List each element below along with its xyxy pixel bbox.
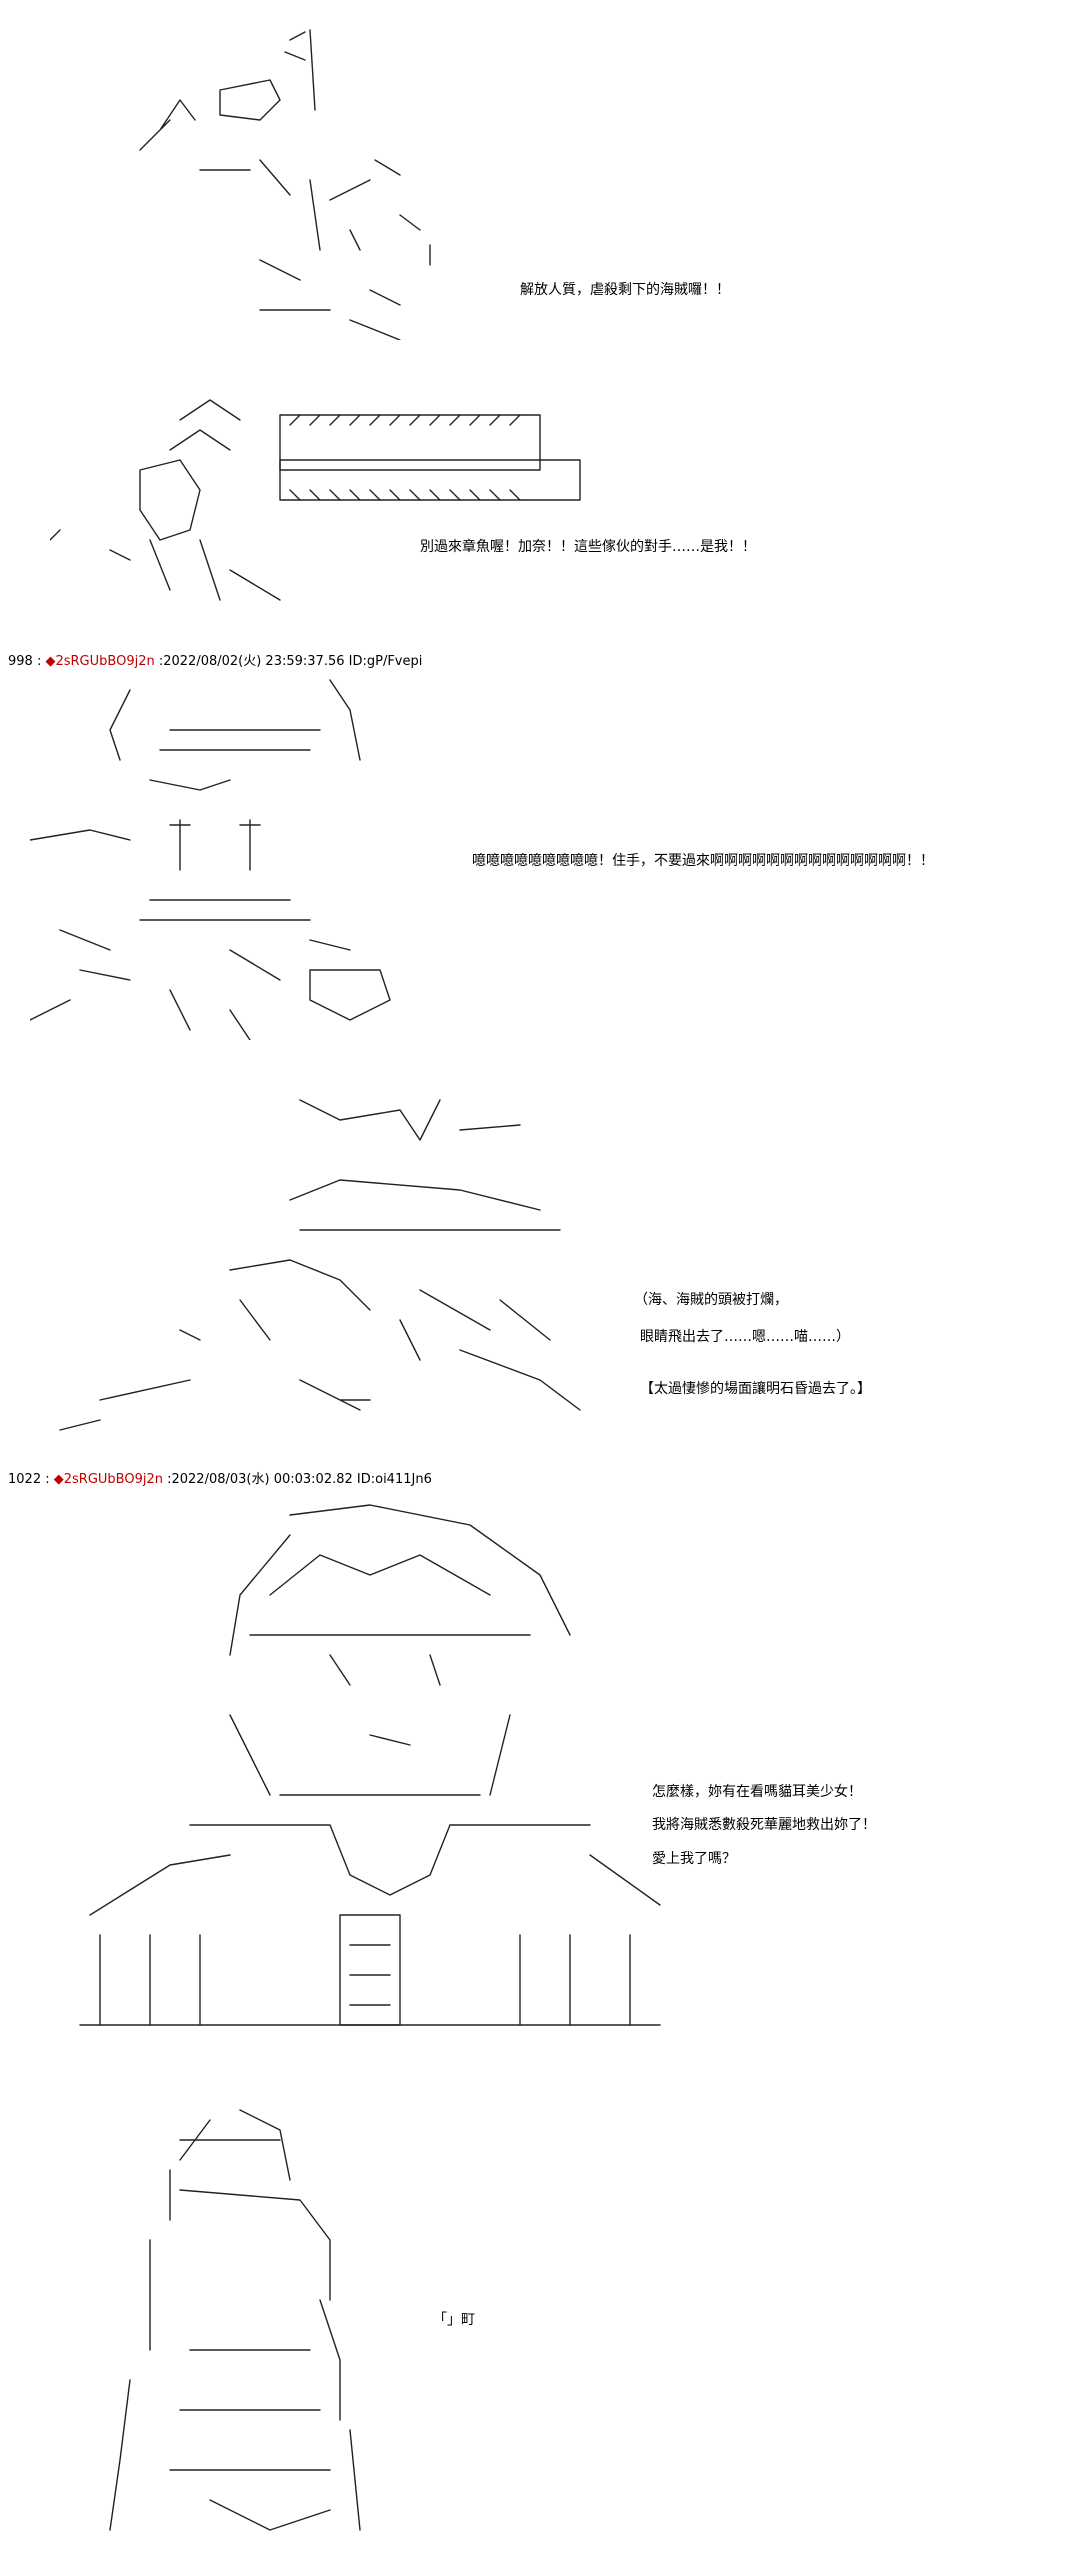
panel1-dialog: 解放人質，虐殺剩下的海賊囉！！ xyxy=(520,282,730,298)
panel4-dialog-line2: 眼睛飛出去了……嗯……喵……） xyxy=(640,1329,850,1345)
poster-name-link[interactable]: ◆2sRGUbBO9j2n xyxy=(45,654,155,669)
panel5-ascii-art xyxy=(70,1495,670,2045)
post-number: 998 xyxy=(8,654,33,669)
poster-name-link[interactable]: ◆2sRGUbBO9j2n xyxy=(53,1472,163,1487)
panel5-dialog-line1: 怎麼樣，妳有在看嗎貓耳美少女！ xyxy=(652,1784,862,1800)
panel5-dialog-line3: 愛上我了嗎？ xyxy=(652,1851,736,1867)
panel3-ascii-art xyxy=(30,670,460,1040)
post-header-1022: 1022 : ◆2sRGUbBO9j2n :2022/08/03(水) 00:0… xyxy=(8,1472,432,1487)
panel1-ascii-art xyxy=(100,20,460,340)
panel4-dialog-line1: （海、海賊的頭被打爛， xyxy=(634,1292,788,1308)
post-number: 1022 xyxy=(8,1472,42,1487)
panel2-dialog: 別過來章魚喔！加奈！！這些傢伙的對手……是我！！ xyxy=(420,539,756,555)
post-meta: :2022/08/02(火) 23:59:37.56 ID:gP/Fvepi xyxy=(154,654,423,669)
post-meta: :2022/08/03(水) 00:03:02.82 ID:oi411Jn6 xyxy=(162,1472,432,1487)
panel2-ascii-art xyxy=(50,390,590,620)
panel4-ascii-art xyxy=(40,1080,620,1450)
panel6-dialog: 「」町 xyxy=(433,2312,475,2328)
panel4-dialog-line3: 【太過悽慘的場面讓明石昏過去了。】 xyxy=(640,1381,871,1397)
panel6-ascii-art xyxy=(90,2100,370,2540)
panel5-dialog-line2: 我將海賊悉數殺死華麗地救出妳了！ xyxy=(652,1817,876,1833)
post-header-998: 998 : ◆2sRGUbBO9j2n :2022/08/02(火) 23:59… xyxy=(8,654,423,669)
panel3-dialog: 噫噫噫噫噫噫噫噫噫！住手，不要過來啊啊啊啊啊啊啊啊啊啊啊啊啊啊！！ xyxy=(472,853,934,869)
